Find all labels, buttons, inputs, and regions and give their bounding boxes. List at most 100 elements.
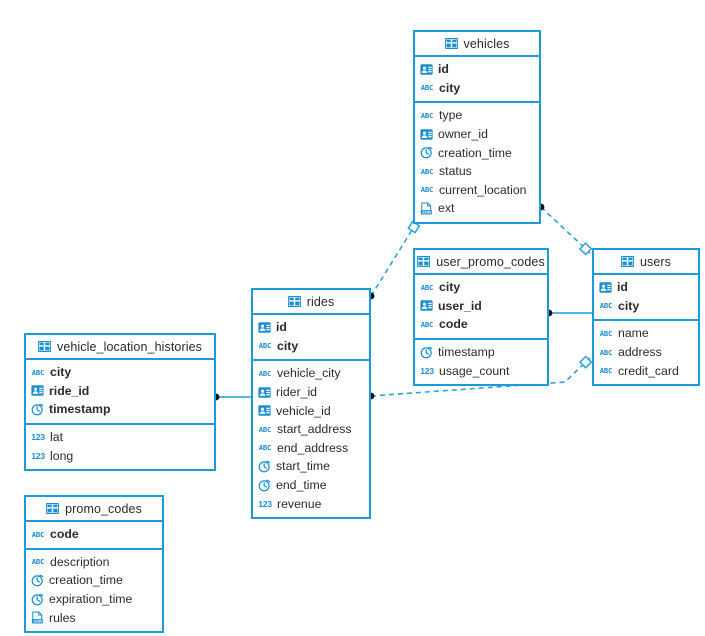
column-label: creation_time (438, 145, 512, 160)
table-header[interactable]: vehicles (415, 32, 539, 57)
column-row[interactable]: ABC city (253, 337, 369, 356)
column-label: ride_id (49, 383, 90, 398)
table-name-label: promo_codes (65, 501, 142, 516)
table-header[interactable]: user_promo_codes (415, 250, 547, 275)
abc-icon: ABC (258, 341, 272, 351)
table-header[interactable]: promo_codes (26, 497, 162, 522)
edge-target-square (578, 355, 593, 369)
abc-icon: ABC (258, 424, 272, 434)
table-icon (46, 503, 60, 514)
clock-icon (258, 479, 271, 492)
column-row[interactable]: creation_time (26, 571, 162, 590)
column-row[interactable]: expiration_time (26, 590, 162, 609)
identity-icon (599, 281, 612, 294)
table-header[interactable]: rides (253, 290, 369, 315)
svg-text:JSON: JSON (422, 210, 432, 214)
edge-target-square (578, 242, 593, 256)
column-row[interactable]: end_time (253, 476, 369, 495)
clock-icon (31, 574, 44, 587)
column-row[interactable]: creation_time (415, 143, 539, 162)
column-label: rider_id (276, 385, 318, 400)
column-label: code (50, 527, 79, 542)
abc-icon: ABC (420, 319, 434, 329)
table-name-label: vehicle_location_histories (56, 339, 203, 354)
identity-icon (420, 128, 433, 141)
column-row[interactable]: timestamp (26, 400, 214, 419)
column-label: end_time (276, 478, 327, 493)
column-row[interactable]: timestamp (415, 343, 547, 362)
abc-icon: ABC (258, 368, 272, 378)
table-name-label: rides (306, 294, 335, 309)
table-header[interactable]: users (594, 250, 698, 275)
column-row[interactable]: id (594, 278, 698, 297)
clock-icon (258, 460, 271, 473)
column-row[interactable]: user_id (415, 297, 547, 316)
column-row[interactable]: owner_id (415, 125, 539, 144)
column-row[interactable]: start_time (253, 457, 369, 476)
column-label: code (439, 317, 468, 332)
number-icon: 123 (31, 432, 45, 443)
abc-icon: ABC (258, 443, 272, 453)
column-label: type (439, 108, 463, 123)
table-name-label: user_promo_codes (436, 254, 545, 269)
column-row[interactable]: ABC end_address (253, 439, 369, 458)
clock-icon (420, 146, 433, 159)
column-label: city (277, 338, 299, 353)
abc-icon: ABC (599, 366, 613, 376)
column-row[interactable]: rider_id (253, 383, 369, 402)
column-row[interactable]: vehicle_id (253, 401, 369, 420)
table-name-label: vehicles (463, 36, 510, 51)
column-row[interactable]: ABC code (26, 525, 162, 544)
column-label: owner_id (438, 127, 488, 142)
table-header[interactable]: vehicle_location_histories (26, 335, 214, 360)
identity-icon (420, 63, 433, 76)
column-label: city (439, 80, 461, 95)
table-icon (37, 341, 51, 352)
column-row[interactable]: ABC code (415, 315, 547, 334)
column-label: id (276, 320, 287, 335)
column-label: status (439, 164, 472, 179)
column-label: city (50, 365, 72, 380)
abc-icon: ABC (599, 347, 613, 357)
column-row[interactable]: ride_id (26, 382, 214, 401)
column-row[interactable]: id (253, 318, 369, 337)
column-label: end_address (277, 440, 349, 455)
relationship-rides-to-vehicles (370, 221, 418, 297)
abc-icon: ABC (31, 529, 45, 539)
column-label: timestamp (438, 345, 495, 360)
column-row[interactable]: id (415, 60, 539, 79)
table-icon (287, 296, 301, 307)
